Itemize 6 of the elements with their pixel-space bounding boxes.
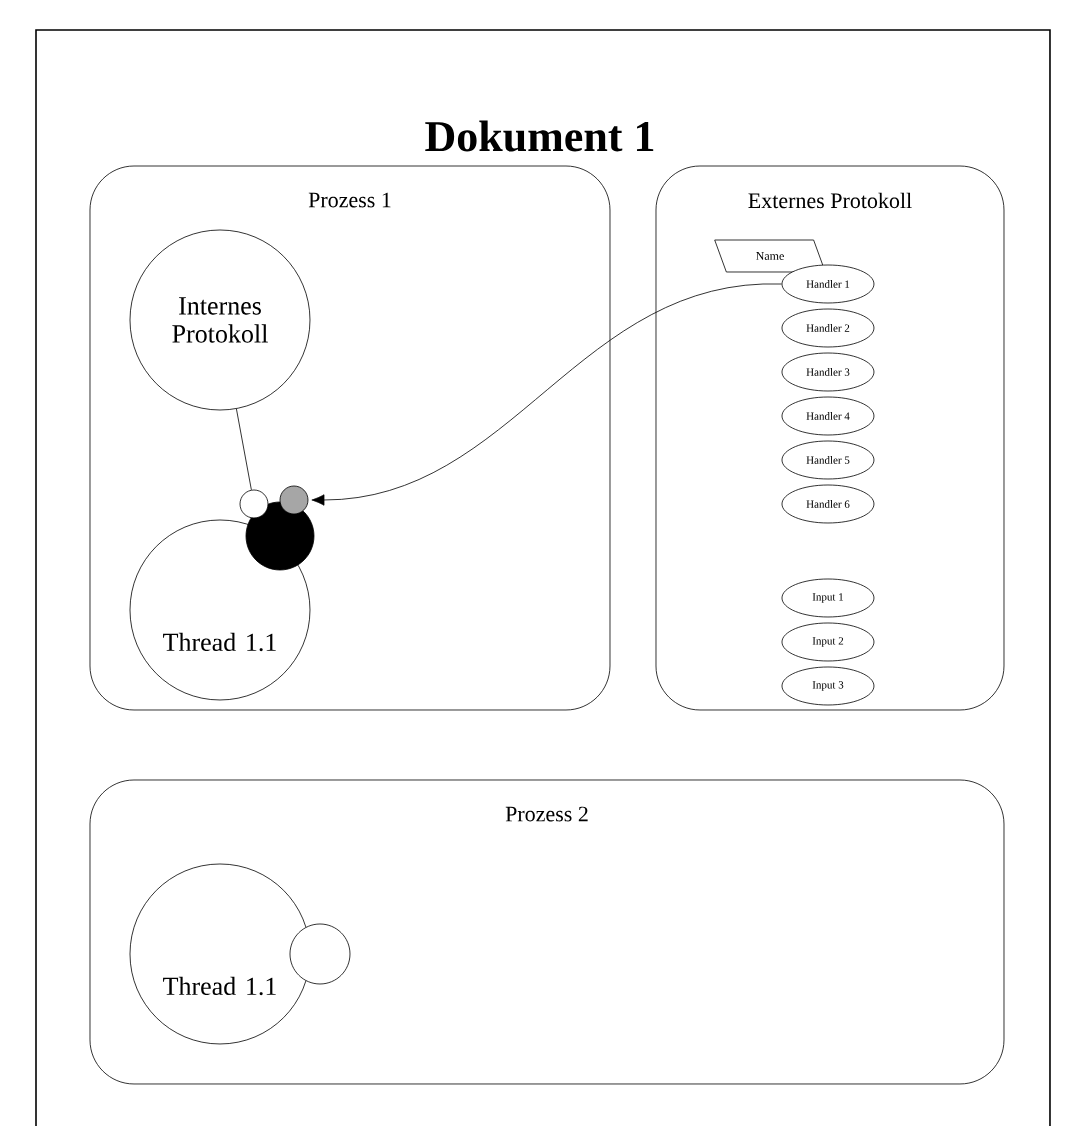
small-circle: [289, 923, 351, 985]
port-circle: [239, 489, 269, 519]
title: Dokument 1: [425, 120, 654, 152]
port-circle: [245, 501, 315, 571]
port-circle: [279, 485, 309, 515]
arrow: [311, 283, 782, 506]
